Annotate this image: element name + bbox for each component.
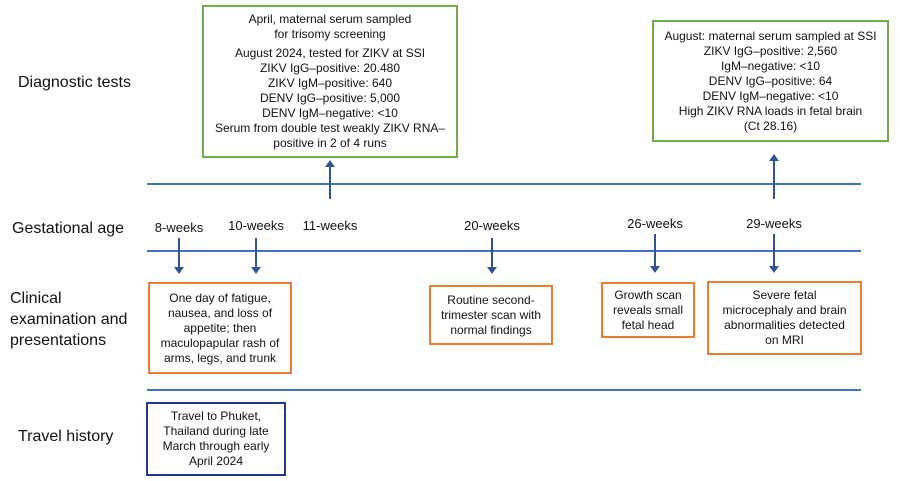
clinical-text-line: trimester scan with [440,307,542,322]
week-label-10: 10-weeks [228,218,284,233]
clinical-box-20-weeks: Routine second- trimester scan with norm… [429,285,553,345]
arrow-up-29-weeks [769,154,779,199]
diagnostic-text-line: Serum from double test weakly ZIKV RNA– [214,121,446,135]
row-label-gestational-age: Gestational age [12,220,125,237]
clinical-text-line: arms, legs, and trunk [163,350,277,365]
clinical-text-line: on MRI [765,333,804,347]
clinical-text-line: Routine second- [447,292,535,307]
arrow-up-11-weeks [325,160,335,199]
travel-history-box: Travel to Phuket, Thailand during late M… [146,402,286,476]
clinical-text-line: One day of fatigue, [169,290,271,305]
travel-text-line: Travel to Phuket, [170,409,262,423]
diagnostic-text-line: IgM–negative: <10 [720,58,821,73]
clinical-text-line: normal findings [450,322,532,337]
diagnostic-box-april: April, maternal serum sampled for trisom… [202,5,458,158]
diagnostic-text-line: April, maternal serum sampled [248,12,412,26]
clinical-text-line: microcephaly and brain [722,303,847,317]
arrow-down-8-weeks [174,238,184,274]
week-label-26: 26-weeks [627,216,683,231]
diagnostic-timeline-line [147,183,861,185]
clinical-text-line: appetite; then [183,320,257,335]
clinical-text-line: nausea, and loss of [167,305,273,320]
row-label-clinical-line: presentations [10,332,107,349]
clinical-box-8-10-weeks: One day of fatigue, nausea, and loss of … [148,282,292,374]
row-label-diagnostic-tests: Diagnostic tests [18,74,131,91]
arrow-down-10-weeks [251,238,261,274]
clinical-text-line: Severe fetal [752,288,817,302]
travel-text-line: March through early [162,439,270,453]
travel-text-line: Thailand during late [163,424,269,438]
arrow-down-26-weeks [650,234,660,273]
clinical-box-26-weeks: Growth scan reveals small fetal head [601,282,695,338]
row-label-clinical-line: examination and [10,311,128,328]
row-label-clinical: Clinical examination and presentations [10,288,127,351]
diagnostic-text-line: DENV IgG–positive: 64 [708,73,833,88]
diagnostic-text-line: ZIKV IgG–positive: 20.480 [259,61,401,75]
arrow-down-20-weeks [487,238,497,274]
diagnostic-text-line: positive in 2 of 4 runs [273,136,387,150]
clinical-text-line: reveals small [612,302,684,317]
diagnostic-text-line: High ZIKV RNA loads in fetal brain [678,103,863,118]
arrow-down-29-weeks [769,234,779,273]
week-label-11: 11-weeks [302,218,358,233]
clinical-box-29-weeks: Severe fetal microcephaly and brain abno… [707,281,862,355]
clinical-text-line: fetal head [621,317,675,332]
diagnostic-text-line: DENV IgG–positive: 5,000 [259,91,401,105]
diagnostic-text-line: for trisomy screening [274,27,386,41]
diagnostic-text-line: ZIKV IgM–positive: 640 [267,76,393,90]
row-label-travel-history: Travel history [18,428,114,445]
diagnostic-text-line: DENV IgM–negative: <10 [702,88,839,103]
diagnostic-text-line: DENV IgM–negative: <10 [262,106,398,120]
clinical-timeline-line [147,389,861,391]
travel-text-line: April 2024 [188,454,244,468]
diagnostic-text-line: (Ct 28.16) [743,118,798,133]
week-label-8: 8-weeks [154,220,204,235]
diagnostic-text-line: August 2024, tested for ZIKV at SSI [234,46,426,60]
diagnostic-text-line: ZIKV IgG–positive: 2,560 [703,43,838,58]
row-label-clinical-line: Clinical [10,290,62,307]
clinical-text-line: maculopapular rash of [160,335,280,350]
clinical-text-line: abnormalities detected [724,318,845,332]
week-label-29: 29-weeks [746,216,802,231]
diagnostic-box-august: August: maternal serum sampled at SSI ZI… [652,20,889,142]
week-label-20: 20-weeks [464,218,520,233]
clinical-text-line: Growth scan [614,287,682,302]
diagnostic-text-line: August: maternal serum sampled at SSI [664,28,877,43]
gestational-timeline-line [147,250,861,252]
